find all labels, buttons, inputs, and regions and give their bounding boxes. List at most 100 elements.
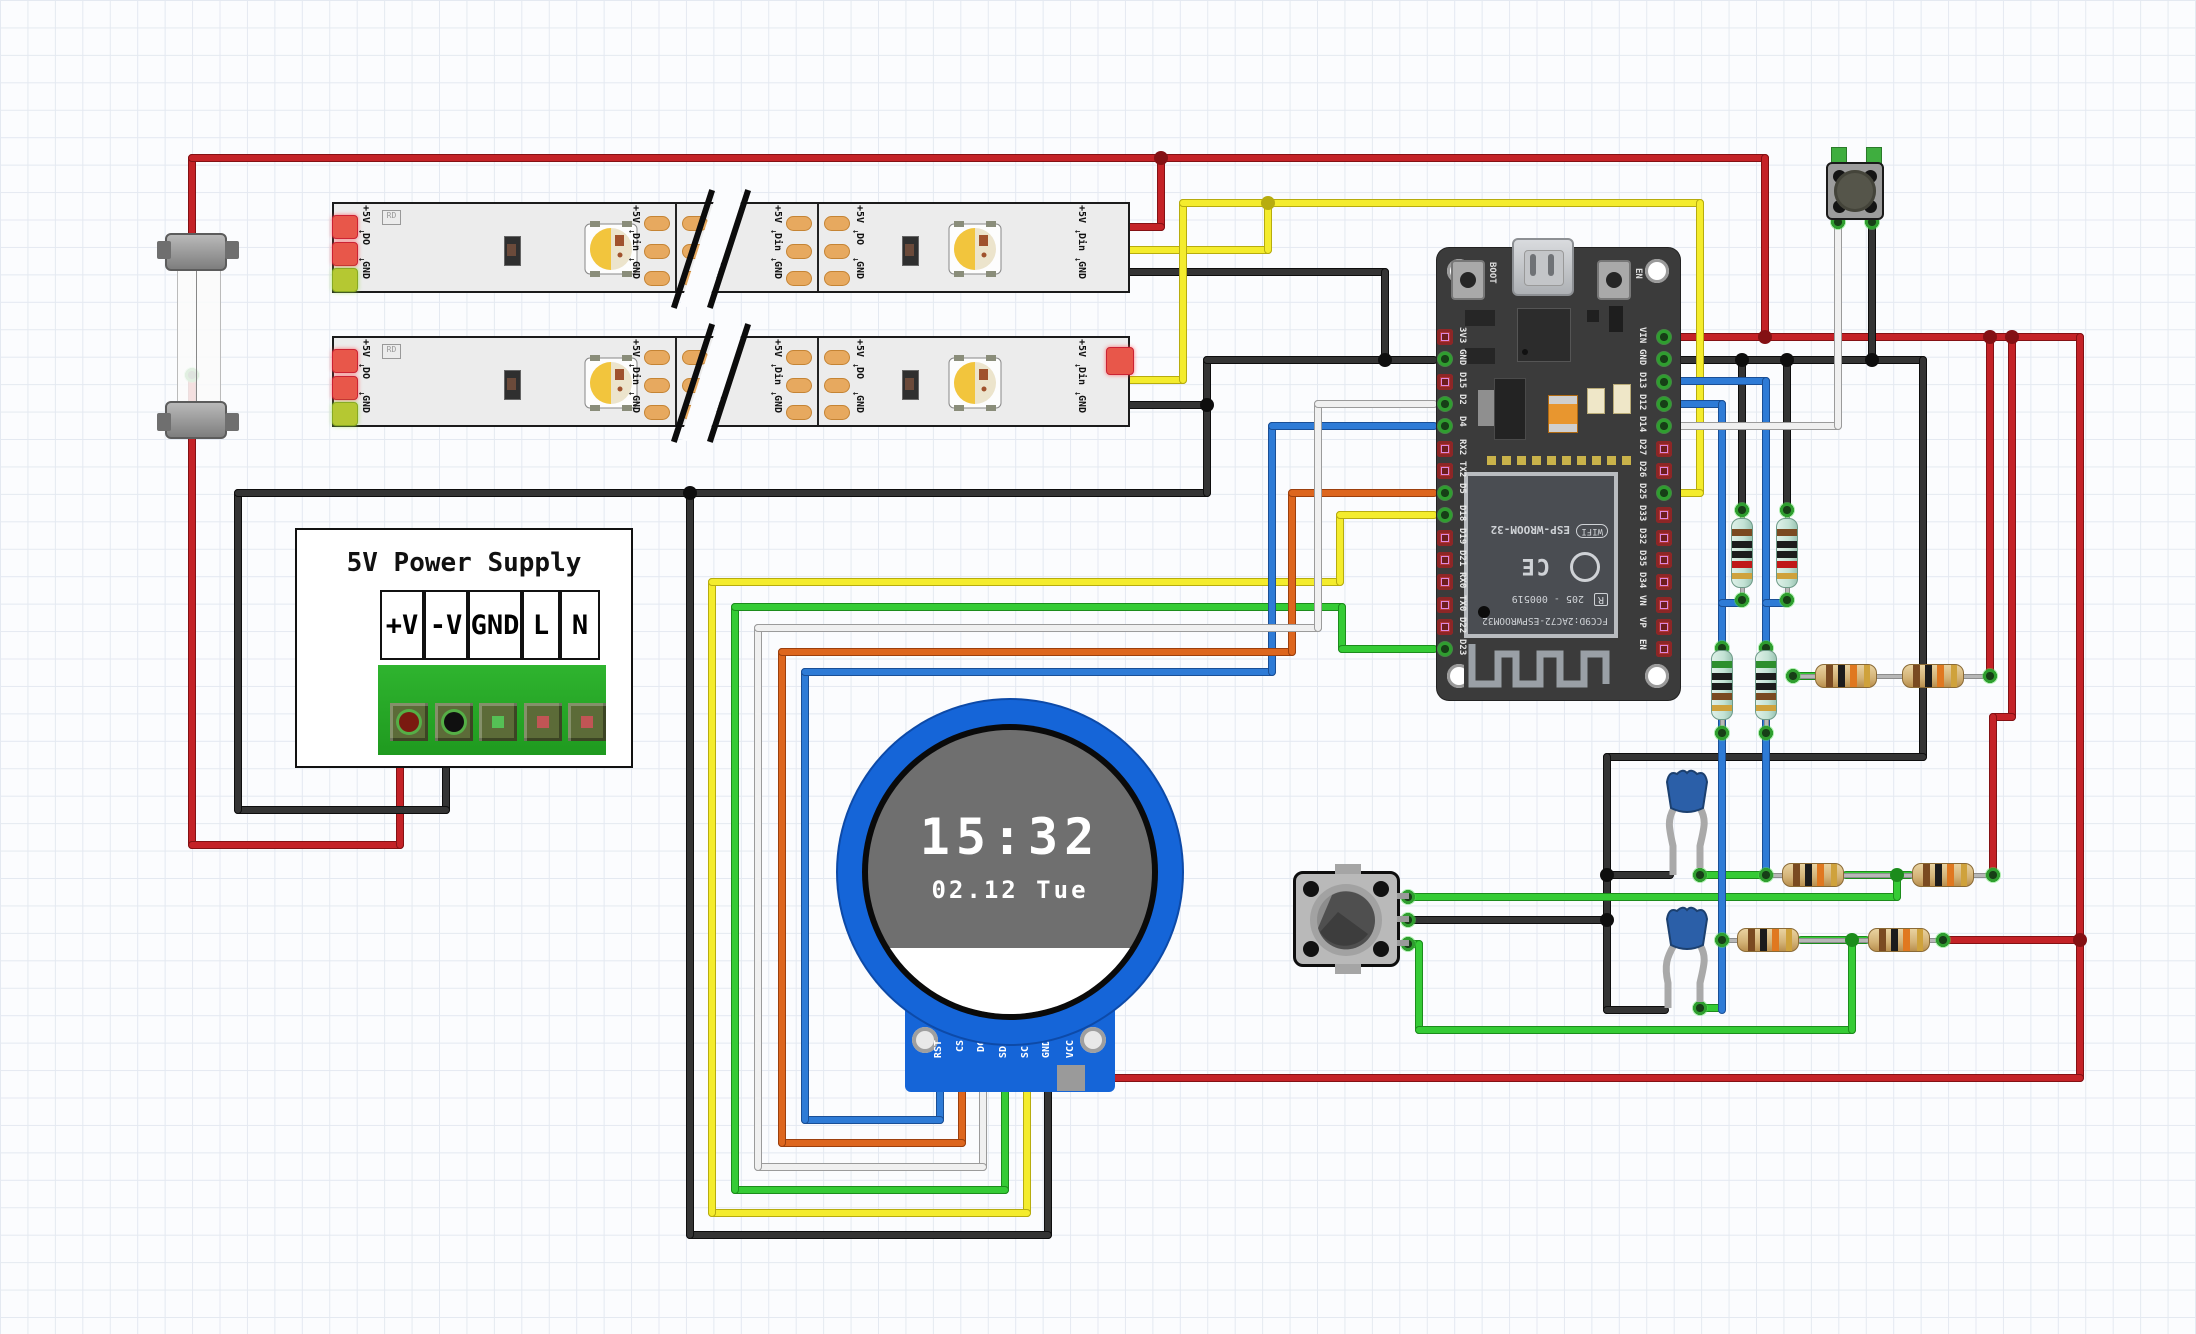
wire-esp-gnd-right[interactable] (1919, 356, 1927, 761)
wire-scl[interactable] (1336, 511, 1438, 519)
wire-strip1-gnd[interactable] (1381, 268, 1389, 364)
wire-d13-run[interactable] (1762, 377, 1770, 879)
wire-fuse-to-psu[interactable] (188, 841, 404, 849)
wire-fuse-to-psu[interactable] (188, 371, 196, 849)
esp-pin-d33[interactable] (1656, 507, 1672, 524)
connection-pin[interactable] (1785, 668, 1801, 684)
esp-pin-d35[interactable] (1656, 552, 1672, 568)
wire-display-gnd[interactable] (686, 489, 694, 1239)
esp-pin-d25[interactable] (1656, 485, 1672, 502)
esp32-devkit-board[interactable]: BOOT EN FCC9D:2AC72-ESPWROOM32 205 - 000… (1437, 238, 1680, 700)
ceramic-capacitor[interactable] (1627, 905, 1747, 1035)
wire-dc[interactable] (754, 624, 1322, 632)
esp-pin-gnd[interactable] (1437, 351, 1453, 368)
rotary-encoder[interactable] (1293, 864, 1409, 974)
psu-screw-2[interactable] (435, 703, 473, 741)
esp-pin-d5[interactable] (1437, 485, 1453, 502)
wire-rst[interactable] (801, 668, 1276, 676)
psu-screw-5[interactable] (568, 703, 606, 741)
wire-pullup-b[interactable] (1989, 713, 1997, 879)
resistor[interactable] (1912, 863, 1974, 887)
resistor[interactable] (1902, 664, 1964, 688)
esp-pin-d15[interactable] (1437, 373, 1453, 390)
connection-pin[interactable] (1758, 725, 1774, 741)
wire-sda[interactable] (1338, 645, 1438, 653)
wire-esp-gnd-right[interactable] (1603, 753, 1611, 1014)
esp-pin-d26[interactable] (1656, 462, 1672, 479)
wire-rst[interactable] (1268, 422, 1276, 676)
psu-screw-4[interactable] (524, 703, 562, 741)
connection-pin[interactable] (1758, 867, 1774, 883)
wire-psu-gnd-to-esp[interactable] (234, 489, 1211, 497)
esp-pin-d19[interactable] (1437, 529, 1453, 546)
wire-pullup-b[interactable] (2008, 333, 2016, 721)
esp-pin-vn[interactable] (1656, 596, 1672, 613)
wire-dc[interactable] (754, 624, 762, 1171)
connection-pin[interactable] (1779, 592, 1795, 608)
esp-pin-en[interactable] (1656, 641, 1672, 658)
resistor[interactable] (1737, 928, 1799, 952)
wire-cs[interactable] (778, 648, 786, 1147)
wire-scl[interactable] (1023, 1074, 1031, 1217)
encoder-knob[interactable] (1308, 882, 1384, 958)
esp-pin-d2[interactable] (1437, 395, 1453, 412)
wire-sda[interactable] (731, 603, 739, 1194)
wire-psu-gnd-to-esp[interactable] (1203, 356, 1211, 497)
led-strip-2[interactable]: +5VDOGND←←RD+5VDinGND←←+5VDOGND←←+5VDinG… (332, 319, 1134, 447)
wire-psu-gnd-to-esp[interactable] (234, 806, 450, 814)
wire-psu-gnd-to-esp[interactable] (234, 489, 242, 814)
wire-scl[interactable] (708, 1209, 1031, 1217)
connection-pin[interactable] (1734, 502, 1750, 518)
wire-encoder-b[interactable] (1415, 940, 1423, 1034)
wire-gnd-tap-encoder[interactable] (1404, 916, 1611, 924)
wire-5v-drop-strip1[interactable] (1157, 154, 1165, 231)
esp-pin-d4[interactable] (1437, 418, 1453, 435)
wire-cs[interactable] (1288, 489, 1438, 497)
esp-pin-rx2[interactable] (1437, 440, 1453, 457)
wire-din-main[interactable] (1696, 199, 1704, 497)
esp-pin-d32[interactable] (1656, 529, 1672, 546)
esp-pin-vp[interactable] (1656, 618, 1672, 635)
wire-rowc-5v[interactable] (1939, 936, 2084, 944)
wire-rst[interactable] (801, 668, 809, 1124)
wire-display-gnd[interactable] (686, 1231, 1052, 1239)
wire-button-gnd[interactable] (1868, 218, 1876, 364)
wire-vin-run[interactable] (1074, 1074, 2084, 1082)
esp-pin-d23[interactable] (1437, 641, 1453, 658)
wire-din-main[interactable] (1179, 199, 1704, 207)
wire-din-main[interactable] (1179, 199, 1187, 384)
psu-screw-3[interactable] (479, 703, 517, 741)
esp-pin-d12[interactable] (1656, 395, 1672, 412)
push-button[interactable] (1826, 147, 1884, 222)
connection-pin[interactable] (1692, 1000, 1708, 1016)
esp-pin-d14[interactable] (1656, 418, 1672, 435)
led-strip-1[interactable]: +5VDOGND←←RD+5VDinGND←←+5VDOGND←←+5VDinG… (332, 185, 1130, 313)
wire-pullup-a[interactable] (1986, 333, 1994, 680)
wire-scl[interactable] (708, 578, 1344, 586)
resistor-vertical[interactable] (1711, 650, 1733, 720)
resistor[interactable] (1868, 928, 1930, 952)
wire-encoder-b[interactable] (1848, 936, 1856, 1034)
esp-pin-tx0[interactable] (1437, 596, 1453, 613)
wire-cs[interactable] (778, 1139, 966, 1147)
fuse-holder[interactable] (157, 233, 239, 440)
connection-pin[interactable] (1779, 502, 1795, 518)
resistor[interactable] (1815, 664, 1877, 688)
wire-5v-fuse-top-to-vin[interactable] (1761, 154, 1769, 341)
connection-pin[interactable] (1692, 867, 1708, 883)
wire-cs[interactable] (778, 648, 1296, 656)
wire-scl[interactable] (1336, 511, 1344, 586)
wire-dc[interactable] (754, 1163, 987, 1171)
boot-button[interactable] (1451, 260, 1485, 300)
wire-5v-fuse-top-to-vin[interactable] (188, 154, 1769, 162)
esp-pin-d34[interactable] (1656, 574, 1672, 591)
esp-pin-tx2[interactable] (1437, 462, 1453, 479)
button-cap[interactable] (1834, 170, 1876, 212)
connection-pin[interactable] (1985, 867, 2001, 883)
wire-sda[interactable] (731, 603, 1346, 611)
ceramic-capacitor[interactable] (1627, 768, 1747, 898)
wire-psu-gnd-to-esp[interactable] (1203, 356, 1438, 364)
esp-pin-gnd[interactable] (1656, 351, 1672, 368)
esp-pin-d18[interactable] (1437, 507, 1453, 524)
